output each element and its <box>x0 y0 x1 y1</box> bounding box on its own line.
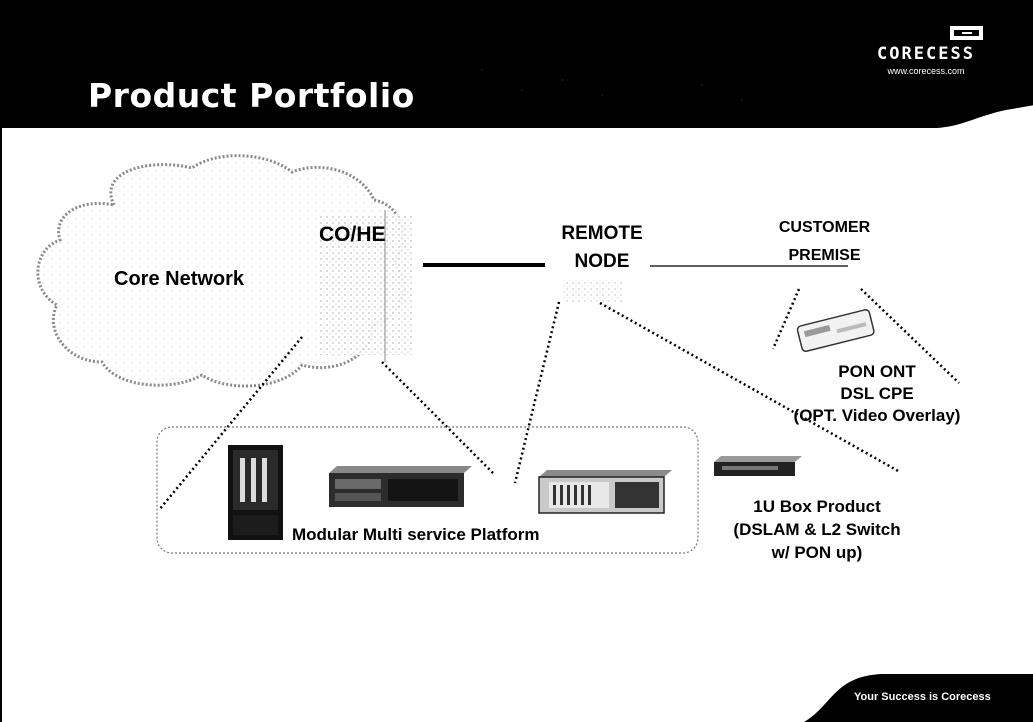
box-line-2: (DSLAM & L2 Switch <box>733 520 901 539</box>
footer-slogan: Your Success is Corecess <box>854 691 991 703</box>
header: Product Portfolio CORECESS www.corecess.… <box>2 0 1033 128</box>
header-band <box>2 0 1033 128</box>
co-he-node <box>320 215 412 355</box>
cpe-line-3: (OPT. Video Overlay) <box>793 406 961 425</box>
remote-node-line-1: REMOTE <box>561 223 643 244</box>
brand-logo: CORECESS www.corecess.com <box>856 22 996 82</box>
logo-url: www.corecess.com <box>887 66 965 76</box>
cpe-line-1: PON ONT <box>838 362 916 381</box>
box-line-3: w/ PON up) <box>771 543 863 562</box>
cpe-label: PON ONT DSL CPE (OPT. Video Overlay) <box>762 361 992 427</box>
customer-premise-label: CUSTOMER PREMISE <box>762 214 887 270</box>
box-label: 1U Box Product (DSLAM & L2 Switch w/ PON… <box>702 495 932 564</box>
cpe-device <box>796 309 875 353</box>
platform-label: Modular Multi service Platform <box>292 525 540 544</box>
logo-name: CORECESS <box>877 44 975 64</box>
core-network-label: Core Network <box>114 268 245 290</box>
remote-node-label: REMOTE NODE <box>537 220 667 276</box>
co-he-label: CO/HE <box>319 223 386 246</box>
box-line-1: 1U Box Product <box>753 497 881 516</box>
page-title: Product Portfolio <box>88 76 415 115</box>
customer-premise-line-2: PREMISE <box>788 247 861 264</box>
remote-node <box>562 280 622 302</box>
header-texture <box>481 69 743 101</box>
remote-node-line-2: NODE <box>574 251 630 272</box>
footer-band <box>804 674 1033 722</box>
core-network-cloud <box>36 154 405 388</box>
cpe-line-2: DSL CPE <box>840 384 914 403</box>
logo-mark <box>950 26 983 40</box>
chassis-equipment <box>228 445 283 540</box>
customer-premise-line-1: CUSTOMER <box>778 219 871 236</box>
dotted-links <box>158 288 960 511</box>
1u-box-equipment <box>714 456 802 476</box>
shelf-equipment <box>329 466 472 507</box>
platform-box <box>156 426 699 554</box>
shelf-equipment-2 <box>538 470 672 514</box>
